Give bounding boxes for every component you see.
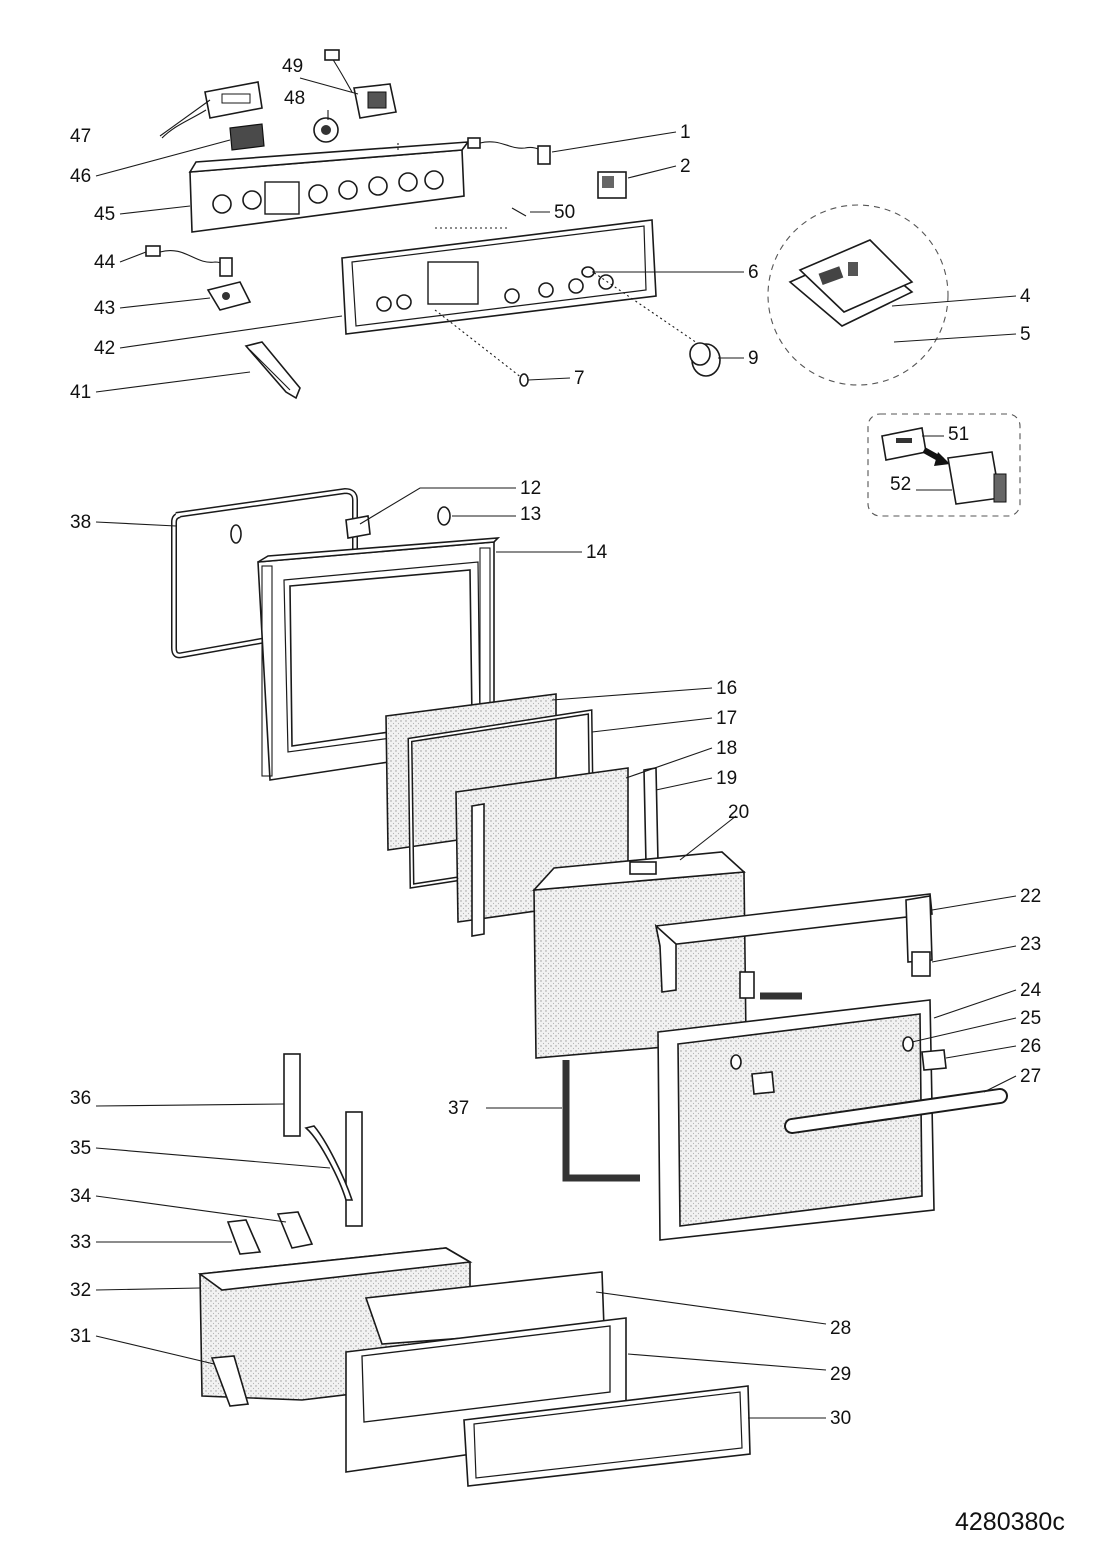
part-49-selector-switch: [324, 49, 397, 119]
part-44-wiring-harness: [145, 245, 233, 277]
callout-36: 36: [70, 1088, 91, 1109]
callout-34: 34: [70, 1186, 92, 1207]
part-7-pin: [519, 373, 529, 387]
part-30-drawer-front: [463, 1385, 751, 1487]
part-36-hinge-cover: [283, 1053, 301, 1137]
callout-31: 31: [70, 1326, 91, 1347]
callout-43: 43: [94, 298, 115, 319]
callout-6: 6: [748, 262, 759, 283]
part-33-runner-clip: [226, 1219, 262, 1255]
callout-33: 33: [70, 1232, 91, 1253]
callout-13: 13: [520, 504, 541, 525]
callout-14: 14: [586, 542, 608, 563]
part-35-door-hinge: [304, 1111, 363, 1227]
callout-18: 18: [716, 738, 737, 759]
callout-17: 17: [716, 708, 737, 729]
callout-22: 22: [1020, 886, 1041, 907]
part-45-control-bracket: [188, 141, 470, 233]
callout-50: 50: [554, 202, 575, 223]
callout-37: 37: [448, 1098, 469, 1119]
part-27-door-handle: [784, 1088, 1008, 1134]
part-43-switch: [206, 281, 252, 311]
part-47-display-board: [161, 81, 263, 139]
callout-20: 20: [728, 802, 749, 823]
part-41-clip: [244, 341, 301, 400]
callout-25: 25: [1020, 1008, 1041, 1029]
callout-12: 12: [520, 478, 541, 499]
callout-48: 48: [284, 88, 305, 109]
part-50-bulb: [511, 207, 527, 217]
part-20-door-panel: [532, 851, 747, 1059]
callout-46: 46: [70, 166, 91, 187]
callout-4: 4: [1020, 286, 1031, 307]
callout-41: 41: [70, 382, 91, 403]
callout-7: 7: [574, 368, 585, 389]
callout-9: 9: [748, 348, 759, 369]
callout-52: 52: [890, 474, 911, 495]
callout-35: 35: [70, 1138, 91, 1159]
callout-1: 1: [680, 122, 691, 143]
callout-51: 51: [948, 424, 969, 445]
part-4-5-detail-circle: [767, 204, 949, 386]
callout-labels: 1 2 4 5 6 7 9 12 13 14 16 17 18 19 20 22…: [70, 56, 1042, 1429]
callout-29: 29: [830, 1364, 851, 1385]
part-13-bushing: [437, 506, 451, 526]
part-22-top-bracket: [654, 893, 933, 993]
diagram-code: 4280380c: [955, 1508, 1065, 1536]
part-42-control-panel-frame: [341, 219, 657, 335]
part-19-profile-strip: [471, 767, 659, 937]
part-9-knob: [689, 342, 721, 377]
callout-16: 16: [716, 678, 737, 699]
callout-26: 26: [1020, 1036, 1041, 1057]
part-31-runner: [210, 1355, 250, 1407]
callout-27: 27: [1020, 1066, 1041, 1087]
part-12-clip: [345, 515, 371, 539]
callout-2: 2: [680, 156, 691, 177]
callout-38: 38: [70, 512, 91, 533]
callout-19: 19: [716, 768, 737, 789]
callout-24: 24: [1020, 980, 1042, 1001]
part-34-runner-clip: [276, 1211, 314, 1249]
callout-45: 45: [94, 204, 115, 225]
part-51-52-detail-box: [867, 413, 1021, 517]
part-25-26-handle-mounts: [730, 1036, 947, 1095]
part-2-thermostat: [597, 171, 627, 199]
callout-30: 30: [830, 1408, 851, 1429]
part-48-rotary-switch: [313, 117, 339, 143]
callout-42: 42: [94, 338, 115, 359]
leader-lines: [95, 77, 1017, 1419]
callout-28: 28: [830, 1318, 851, 1339]
part-1-wiring-harness: [467, 137, 551, 165]
callout-32: 32: [70, 1280, 91, 1301]
callout-44: 44: [94, 252, 116, 273]
callout-47: 47: [70, 126, 91, 147]
part-23-hinge-block: [739, 951, 931, 999]
part-37-door-seal: [562, 992, 802, 1182]
callout-5: 5: [1020, 324, 1031, 345]
callout-49: 49: [282, 56, 303, 77]
callout-23: 23: [1020, 934, 1041, 955]
part-46-pad: [229, 123, 265, 151]
